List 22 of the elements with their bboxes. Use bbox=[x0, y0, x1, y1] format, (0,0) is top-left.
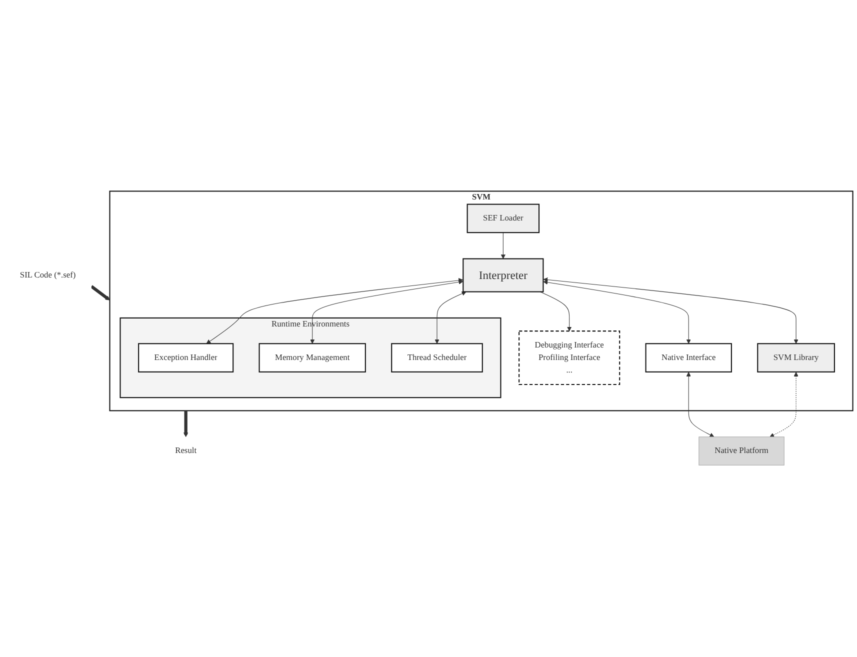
arrow bbox=[206, 278, 464, 344]
arrow bbox=[686, 372, 714, 438]
arrow bbox=[770, 372, 798, 438]
node-box: Thread Scheduler bbox=[391, 343, 483, 373]
arrow bbox=[500, 232, 506, 260]
arrow bbox=[434, 292, 466, 344]
node-text: Result bbox=[175, 446, 197, 456]
node-box: Interpreter bbox=[462, 258, 544, 293]
arrow bbox=[90, 285, 110, 301]
node-box: Exception Handler bbox=[138, 343, 234, 373]
node-box: SVM Library bbox=[757, 343, 835, 373]
arrow bbox=[184, 411, 188, 438]
arrow bbox=[543, 280, 691, 344]
node-box: Debugging Interface Profiling Interface ... bbox=[518, 330, 620, 386]
node-box: Memory Management bbox=[258, 343, 366, 373]
arrow bbox=[310, 280, 464, 344]
arrow bbox=[543, 278, 798, 344]
node-box: Native Interface bbox=[645, 343, 732, 373]
node-text: SIL Code (*.sef) bbox=[20, 270, 76, 280]
arrow bbox=[540, 292, 572, 332]
node-box: Native Platform bbox=[698, 436, 784, 466]
node-box: SEF Loader bbox=[466, 204, 540, 234]
